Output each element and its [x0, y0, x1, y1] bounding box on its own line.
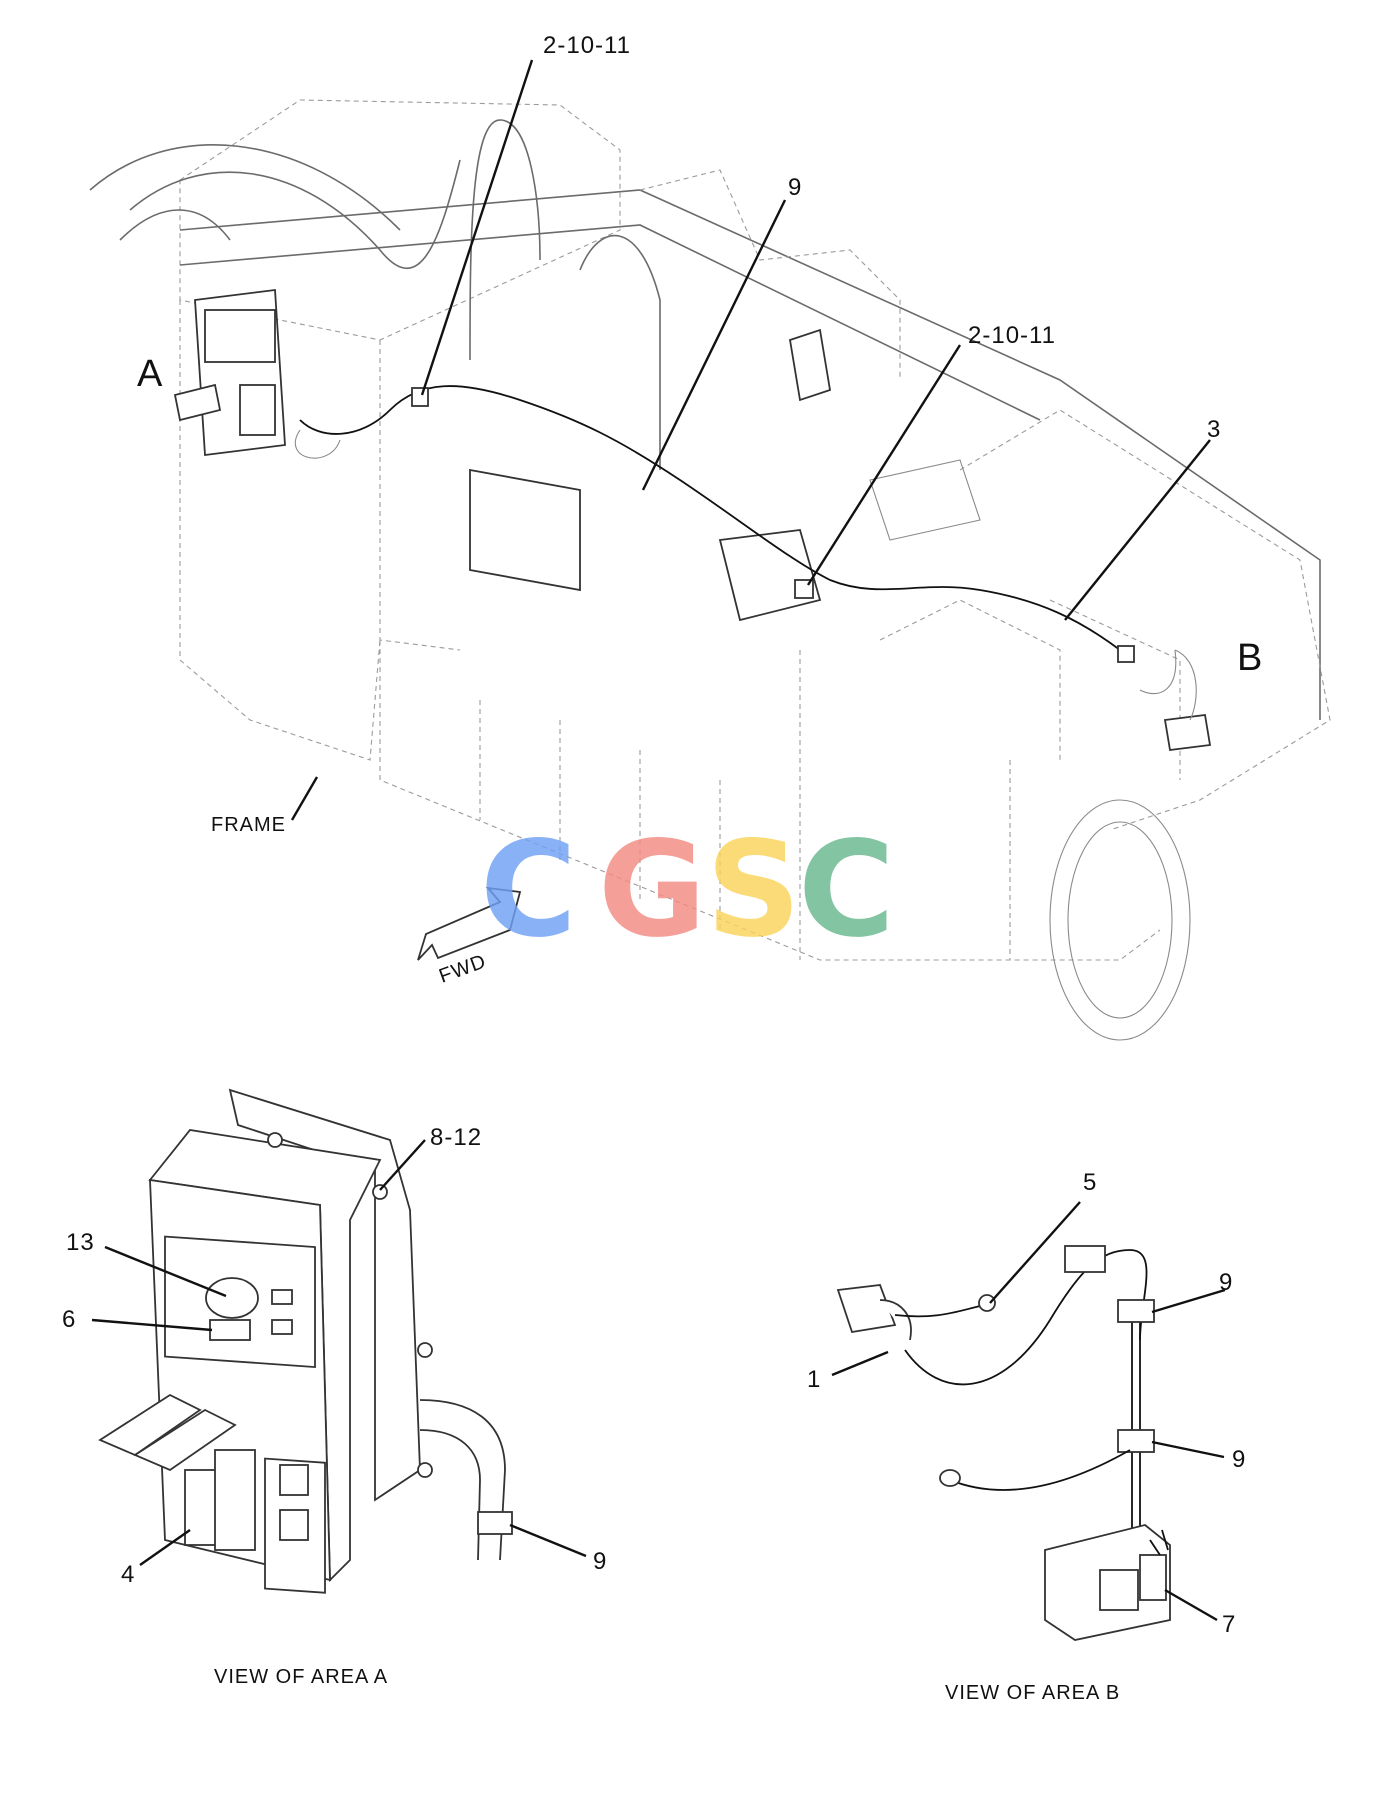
callout-area-b: B — [1237, 637, 1263, 679]
watermark-letter: G — [598, 813, 706, 967]
callout-clip-top: 2-10-11 — [543, 32, 631, 59]
callout-part-13: 13 — [66, 1229, 95, 1256]
callout-bolts: 8-12 — [430, 1124, 482, 1151]
callout-part-6: 6 — [62, 1306, 76, 1333]
view-area-b-caption: VIEW OF AREA B — [945, 1682, 1120, 1704]
frame-assembly — [89, 99, 1331, 1041]
area-b-detail — [836, 1245, 1171, 1641]
watermark-logo: C G S C — [480, 813, 895, 967]
callout-harness: 3 — [1207, 416, 1221, 443]
callout-clamp-top: 9 — [788, 174, 802, 201]
fwd-arrow — [417, 886, 522, 961]
callout-part-4: 4 — [121, 1561, 135, 1588]
view-area-a-caption: VIEW OF AREA A — [214, 1666, 388, 1688]
callout-clamp-b1: 9 — [1219, 1269, 1233, 1296]
watermark-letter: S — [706, 813, 801, 967]
leader-lines — [91, 59, 1226, 1622]
callout-part-1: 1 — [807, 1366, 821, 1393]
callout-area-a: A — [137, 353, 163, 395]
callouts: 2-10-11 9 2-10-11 3 A B FRAME FWD 8-12 1… — [62, 32, 1263, 1704]
callout-part-7: 7 — [1222, 1611, 1236, 1638]
frame-label: FRAME — [211, 814, 286, 836]
watermark-letter: C — [798, 813, 895, 967]
callout-part-5: 5 — [1083, 1169, 1097, 1196]
callout-clamp-b2: 9 — [1232, 1446, 1246, 1473]
callout-clip-mid: 2-10-11 — [968, 322, 1056, 349]
area-a-detail — [98, 1088, 513, 1594]
callout-clamp-a: 9 — [593, 1548, 607, 1575]
watermark-letter: C — [480, 813, 577, 967]
